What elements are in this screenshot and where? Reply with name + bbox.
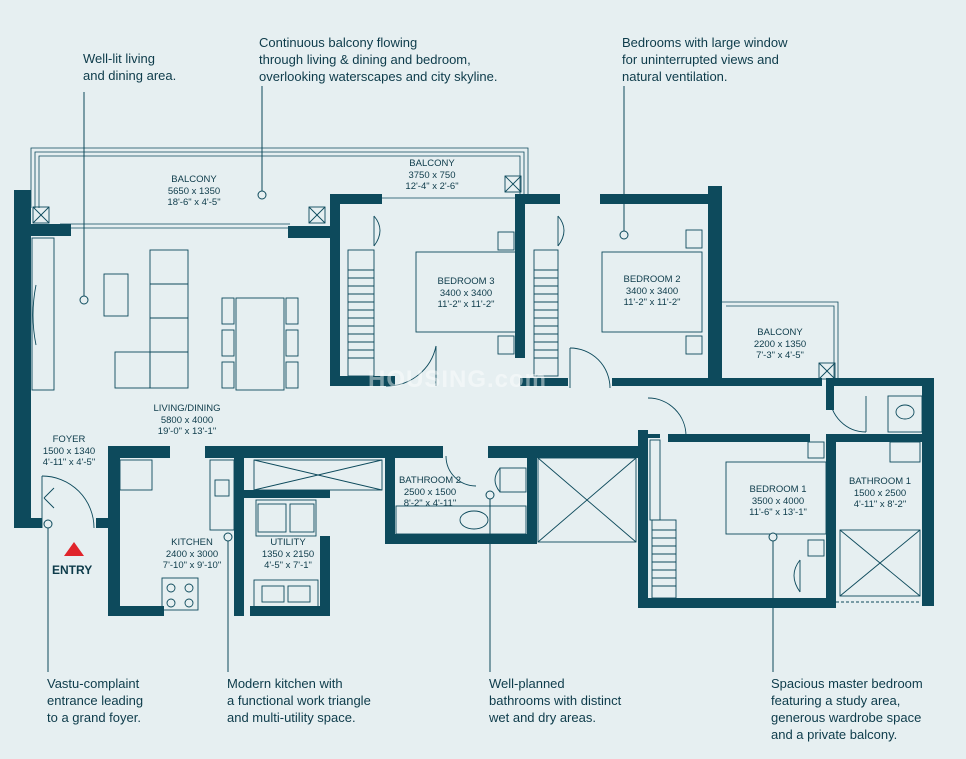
callout-leaders — [43, 86, 778, 672]
bathroom2-fixtures — [395, 455, 637, 543]
watermark: HOUSING.com — [368, 366, 548, 393]
walls — [14, 186, 934, 616]
entry-label: ENTRY — [52, 563, 93, 577]
balcony-rails — [30, 147, 839, 380]
bedroom3-furniture — [347, 215, 517, 387]
living-furniture — [31, 237, 299, 391]
entry-door — [41, 475, 95, 529]
kitchen-fixtures — [119, 459, 383, 611]
balcony-drains — [32, 175, 836, 380]
entry-marker-icon — [64, 542, 84, 556]
bedroom2-furniture — [533, 215, 703, 389]
bedroom1-fixtures — [647, 395, 923, 603]
